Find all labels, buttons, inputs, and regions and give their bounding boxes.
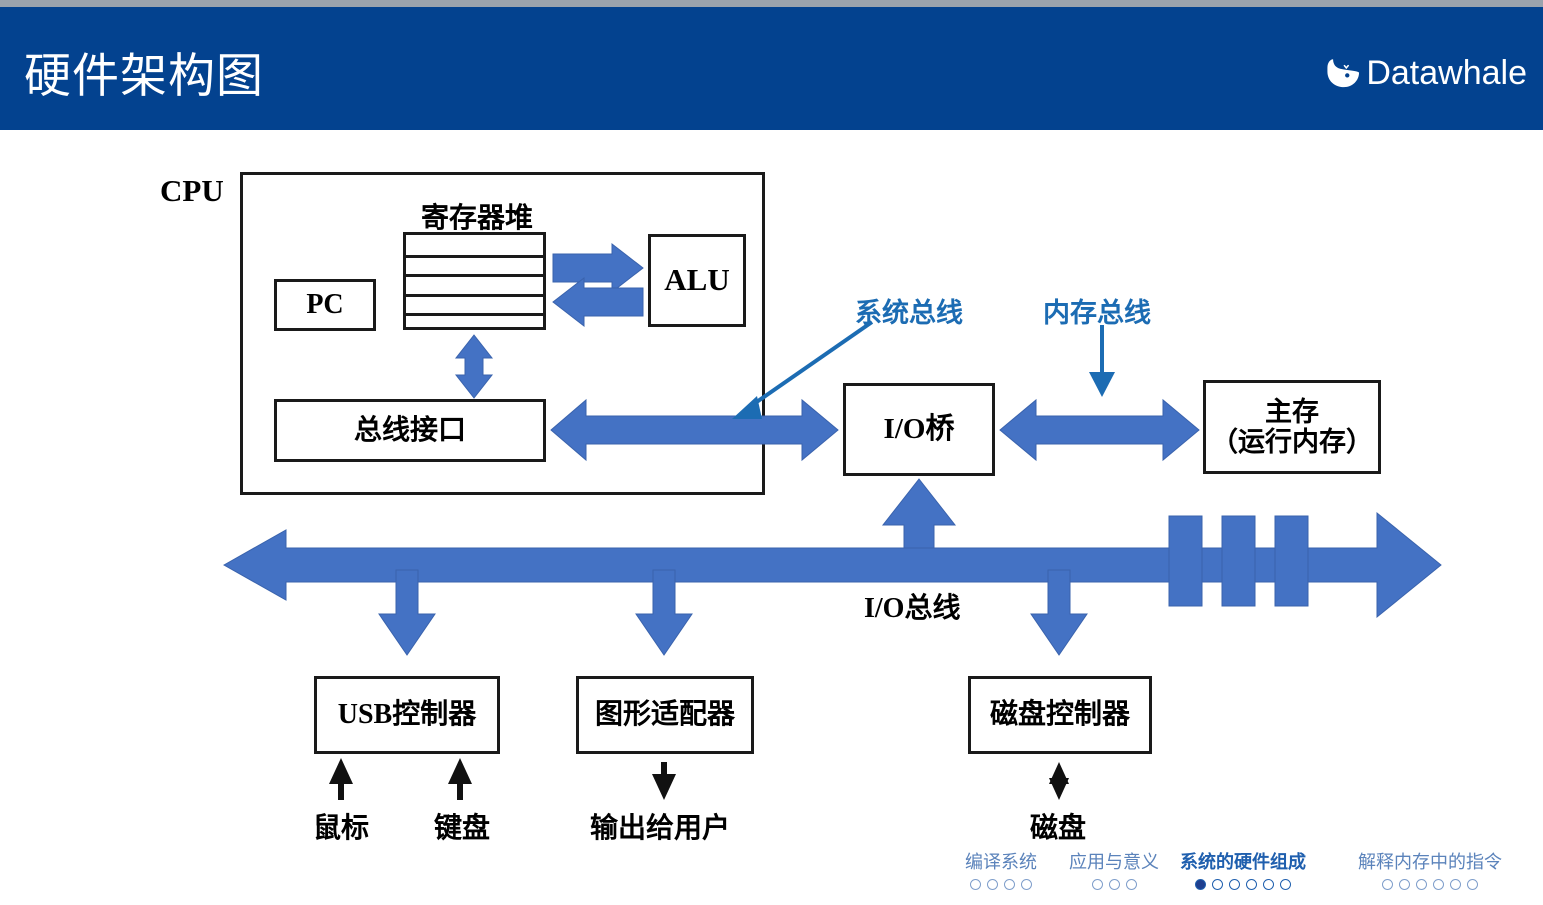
nav-section-dots	[1069, 879, 1159, 890]
io-bridge-to-io-bus-arrow	[881, 478, 957, 576]
keyboard-label: 键盘	[434, 813, 491, 844]
cpu-label: CPU	[160, 173, 224, 208]
io-bridge-box: I/O桥	[843, 383, 995, 476]
nav-dot[interactable]	[1450, 879, 1461, 890]
pc-box: PC	[274, 279, 376, 331]
nav-dot[interactable]	[1263, 879, 1274, 890]
disk-label: 磁盘	[1030, 813, 1087, 844]
disk-arrow-head-down	[1049, 778, 1069, 800]
nav-dot[interactable]	[1091, 879, 1103, 890]
register-file-box	[403, 232, 546, 330]
register-row-divider	[406, 274, 543, 278]
nav-dot[interactable]	[1399, 879, 1410, 890]
nav-section-label: 解释内存中的指令	[1358, 852, 1502, 872]
register-row-divider	[406, 254, 543, 258]
memory-bus-pointer-head	[1089, 372, 1115, 397]
nav-section-dots	[1358, 879, 1502, 890]
nav-section-3[interactable]: 解释内存中的指令	[1358, 848, 1502, 890]
section-progress-nav[interactable]: 编译系统 应用与意义 系统的硬件组成 解释内存中的指令	[965, 848, 1535, 898]
nav-section-label: 应用与意义	[1069, 852, 1159, 872]
register-row-divider	[406, 293, 543, 297]
nav-dot[interactable]	[987, 879, 998, 890]
output-to-user-label: 输出给用户	[590, 813, 731, 844]
slide-header: 硬件架构图 Datawhale	[0, 7, 1543, 130]
main-memory-line1: 主存	[1265, 396, 1319, 427]
io-bus-to-graphics-arrow	[635, 569, 693, 656]
nav-dot[interactable]	[1004, 879, 1015, 890]
nav-dot[interactable]	[1125, 879, 1137, 890]
nav-section-label: 系统的硬件组成	[1180, 852, 1306, 872]
nav-dot[interactable]	[1280, 879, 1291, 890]
nav-dot[interactable]	[1195, 879, 1206, 890]
nav-dot[interactable]	[1212, 879, 1223, 890]
register-row-divider	[406, 313, 543, 317]
datawhale-logo: Datawhale	[1324, 51, 1527, 95]
bus-interface-box: 总线接口	[274, 399, 546, 462]
nav-section-1[interactable]: 应用与意义	[1069, 848, 1159, 890]
nav-dot[interactable]	[1246, 879, 1257, 890]
disk-arrow-head-up	[1049, 762, 1069, 784]
mouse-label: 鼠标	[313, 813, 370, 844]
main-memory-box: 主存 （运行内存）	[1203, 380, 1381, 474]
nav-dot[interactable]	[1467, 879, 1478, 890]
top-strip	[0, 0, 1543, 7]
nav-dot[interactable]	[1229, 879, 1240, 890]
io-bus-to-usb-arrow	[378, 569, 436, 656]
main-memory-line2: （运行内存）	[1211, 427, 1373, 457]
output-arrow-head	[652, 774, 676, 800]
mouse-arrow-head	[329, 758, 353, 784]
io-bus-arrow	[222, 511, 1442, 619]
memory-bus-arrow	[999, 398, 1200, 462]
keyboard-arrow-head	[448, 758, 472, 784]
usb-controller-box: USB控制器	[314, 676, 500, 754]
nav-section-dots	[1180, 879, 1306, 890]
nav-section-0[interactable]: 编译系统	[965, 848, 1037, 890]
nav-dot[interactable]	[1021, 879, 1032, 890]
io-bus-label: I/O总线	[864, 593, 961, 624]
expansion-slot-block	[1168, 515, 1203, 607]
whale-icon	[1324, 56, 1362, 90]
graphics-adapter-box: 图形适配器	[576, 676, 754, 754]
register-file-label: 寄存器堆	[421, 203, 534, 234]
disk-controller-box: 磁盘控制器	[968, 676, 1152, 754]
expansion-slot-block	[1221, 515, 1256, 607]
nav-dot[interactable]	[970, 879, 981, 890]
nav-dot[interactable]	[1433, 879, 1444, 890]
nav-dot[interactable]	[1416, 879, 1427, 890]
page-title: 硬件架构图	[24, 49, 264, 102]
system-bus-label: 系统总线	[855, 298, 963, 328]
nav-dot[interactable]	[1382, 879, 1393, 890]
nav-section-dots	[965, 879, 1037, 890]
alu-box: ALU	[648, 234, 746, 327]
memory-bus-label: 内存总线	[1043, 298, 1151, 328]
logo-text: Datawhale	[1366, 54, 1527, 92]
nav-section-label: 编译系统	[965, 852, 1037, 872]
nav-section-2[interactable]: 系统的硬件组成	[1180, 848, 1306, 890]
nav-dot[interactable]	[1108, 879, 1120, 890]
expansion-slot-block	[1274, 515, 1309, 607]
io-bus-to-disk-arrow	[1030, 569, 1088, 656]
